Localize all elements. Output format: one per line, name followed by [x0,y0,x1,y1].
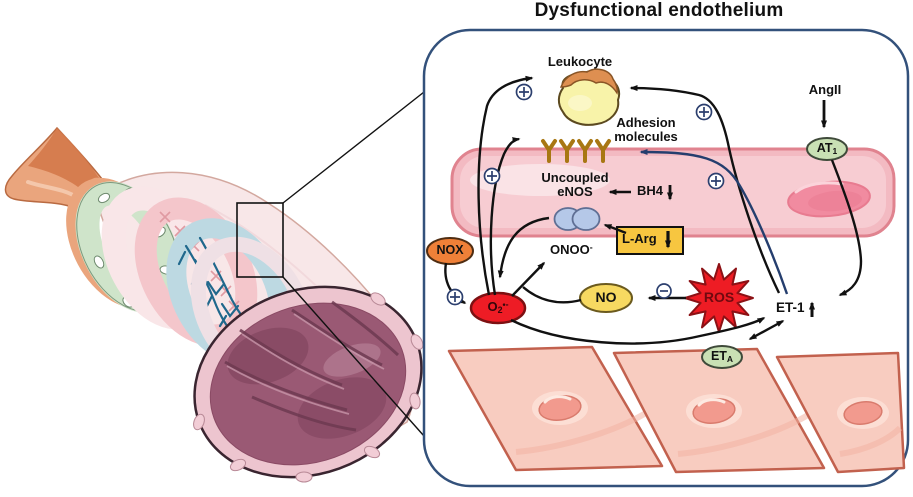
endothelial-cell [450,147,896,238]
nox-ellipse [426,237,474,265]
smooth-muscle-cells [447,345,906,474]
eta-base: ET [710,349,727,363]
onoo-base: ONOO [550,242,590,257]
effect-symbols [446,83,725,306]
angii-label: AngII [808,82,842,97]
adhesion-line2: molecules [614,129,678,145]
o2-subscript: 2 [497,305,503,316]
no-label: NO [595,289,617,305]
arrow-o2-to-et1 [510,316,766,345]
arrow-o2-to-adhesion [489,137,521,296]
adhesion-molecules-label: Adhesion molecules [612,115,680,145]
arrow-enos-to-o2 [497,216,550,279]
eta-subscript: A [726,354,734,365]
leukocyte-label: Leukocyte [547,54,613,69]
et1-label: ET-1 [776,300,805,315]
vessel-lumen-mouth [193,285,424,483]
smooth-muscle-cell-3 [775,351,906,474]
o2-superscript: •- [502,299,509,310]
smooth-muscle-cell-2 [612,347,826,474]
uncoupled-enos-dimer [553,207,601,231]
plus-circle-icon [515,83,533,101]
uncoupled-enos-label: Uncoupled eNOS [530,170,620,200]
adhesion-molecule-receptors [541,139,611,163]
bh4-label: BH4 [637,183,664,198]
arrow-et1-to-adhesion [639,149,789,295]
blood-vessel-illustration [4,126,424,483]
magnified-region-box [236,202,284,278]
plus-circle-icon [707,172,725,190]
uncoupled-line1: Uncoupled [541,170,609,185]
zoom-connector-top [282,91,425,204]
no-ellipse [579,283,633,313]
eta-receptor-ellipse [701,345,743,369]
ros-label: ROS [703,289,735,305]
arrow-o2-to-onoo [511,261,546,297]
superoxide-ellipse [469,291,527,325]
o2-base: O [487,299,498,314]
at1-label: AT1 [805,141,849,157]
arrow-et1-to-leukocyte [629,85,781,294]
at1-subscript: 1 [832,146,838,157]
plus-circle-icon [446,288,464,306]
plus-circle-icon [483,167,501,185]
smooth-muscle-cell-1 [447,345,664,472]
arrow-at1-to-et1 [830,159,863,297]
nox-label: NOX [436,243,464,257]
arrow-o2-to-leukocyte [477,75,534,296]
curve-no-to-onoo [522,286,582,304]
plus-circle-icon [695,103,713,121]
leukocyte-cell [557,68,621,126]
superoxide-label: O2•- [470,299,526,316]
onoo-superscript: - [589,242,593,253]
adhesion-line1: Adhesion [616,115,676,130]
l-arg-label: L-Arg [622,231,657,246]
zoom-connector-bottom [282,276,425,437]
arrow-et1-eta-double [748,319,785,341]
arrow-layer [444,75,863,345]
onoo-label: ONOO- [550,242,593,257]
uncoupled-line2: eNOS [557,184,593,200]
minus-circle-icon [656,283,672,299]
at1-receptor-ellipse [806,137,848,161]
panel-title: Dysfunctional endothelium [534,0,784,21]
arrow-larg-to-enos [603,223,627,235]
at1-base: AT [816,141,833,155]
l-arg-box [616,226,684,255]
eta-label: ETA [700,349,744,365]
